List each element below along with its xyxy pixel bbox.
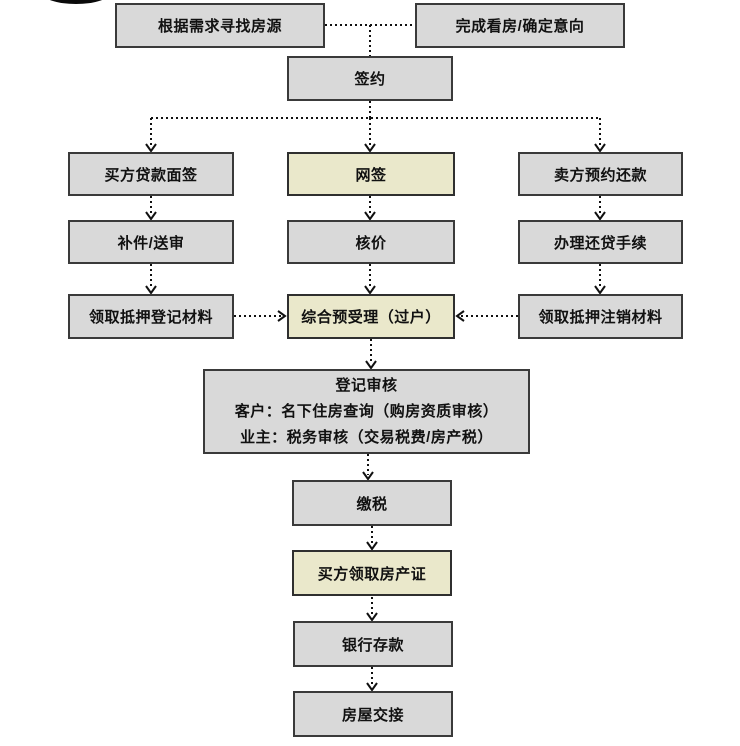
node-sign-contract: 签约 bbox=[287, 56, 453, 101]
node-registration-review: 登记审核 客户：名下住房查询（购房资质审核） 业主：税务审核（交易税费/房产税） bbox=[203, 369, 530, 454]
node-buyer-collect-property-certificate: 买方领取房产证 bbox=[292, 550, 452, 596]
node-supplement-submit-review: 补件/送审 bbox=[68, 220, 234, 264]
node-collect-mortgage-registration-materials: 领取抵押登记材料 bbox=[68, 294, 234, 339]
node-pay-taxes: 缴税 bbox=[292, 480, 452, 526]
arrowheads bbox=[145, 143, 606, 692]
node-bank-deposit: 银行存款 bbox=[293, 621, 453, 667]
registration-review-owner-line: 业主：税务审核（交易税费/房产税） bbox=[240, 428, 493, 446]
node-find-housing: 根据需求寻找房源 bbox=[115, 3, 325, 48]
node-confirm-intention: 完成看房/确定意向 bbox=[415, 3, 625, 48]
cropped-circle-decoration bbox=[49, 0, 103, 4]
node-comprehensive-pre-acceptance-transfer: 综合预受理（过户） bbox=[287, 294, 455, 339]
registration-review-title: 登记审核 bbox=[335, 376, 398, 394]
node-seller-repayment-appointment: 卖方预约还款 bbox=[518, 152, 683, 196]
node-price-verification: 核价 bbox=[287, 220, 455, 264]
node-collect-mortgage-cancellation-materials: 领取抵押注销材料 bbox=[518, 294, 683, 339]
node-online-signing: 网签 bbox=[287, 152, 455, 196]
node-buyer-loan-interview: 买方贷款面签 bbox=[68, 152, 234, 196]
node-handle-loan-repayment: 办理还贷手续 bbox=[518, 220, 683, 264]
registration-review-buyer-line: 客户：名下住房查询（购房资质审核） bbox=[234, 402, 499, 420]
node-house-handover: 房屋交接 bbox=[293, 691, 453, 737]
